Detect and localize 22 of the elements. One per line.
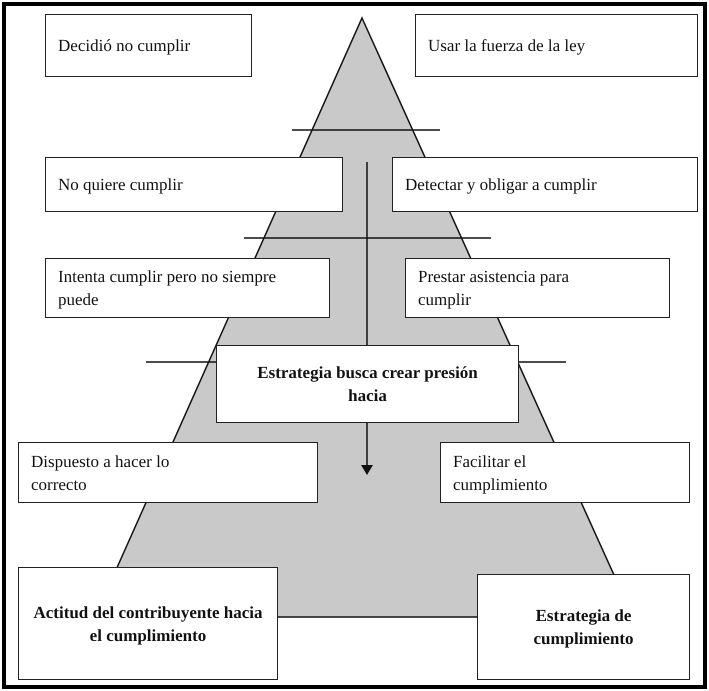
text-box — [18, 442, 318, 503]
text-box — [415, 14, 698, 77]
box-label: Estrategia de cumplimiento — [532, 605, 635, 650]
box-label: Dispuesto a hacer lo correcto — [31, 450, 170, 496]
text-box — [477, 574, 690, 680]
box-label: Actitud del contribuyente hacia el cumplimiento — [32, 602, 264, 646]
text-box — [392, 157, 698, 212]
box-label: Intenta cumplir pero no siempre puede — [58, 266, 278, 311]
text-box — [45, 258, 330, 318]
text-box — [45, 14, 252, 77]
text-box — [216, 345, 519, 423]
box-label: Prestar asistencia para cumplir — [418, 266, 570, 311]
box-label: Usar la fuerza de la ley — [428, 35, 586, 57]
box-label: Decidió no cumplir — [58, 35, 190, 57]
text-box — [18, 567, 278, 680]
text-box — [440, 442, 690, 503]
box-label: Estrategia busca crear presión hacia — [256, 362, 479, 407]
box-label: No quiere cumplir — [58, 174, 183, 196]
text-box — [45, 157, 343, 212]
box-label: Detectar y obligar a cumplir — [405, 174, 597, 196]
text-box — [405, 258, 670, 318]
box-label: Facilitar el cumplimiento — [453, 450, 548, 496]
